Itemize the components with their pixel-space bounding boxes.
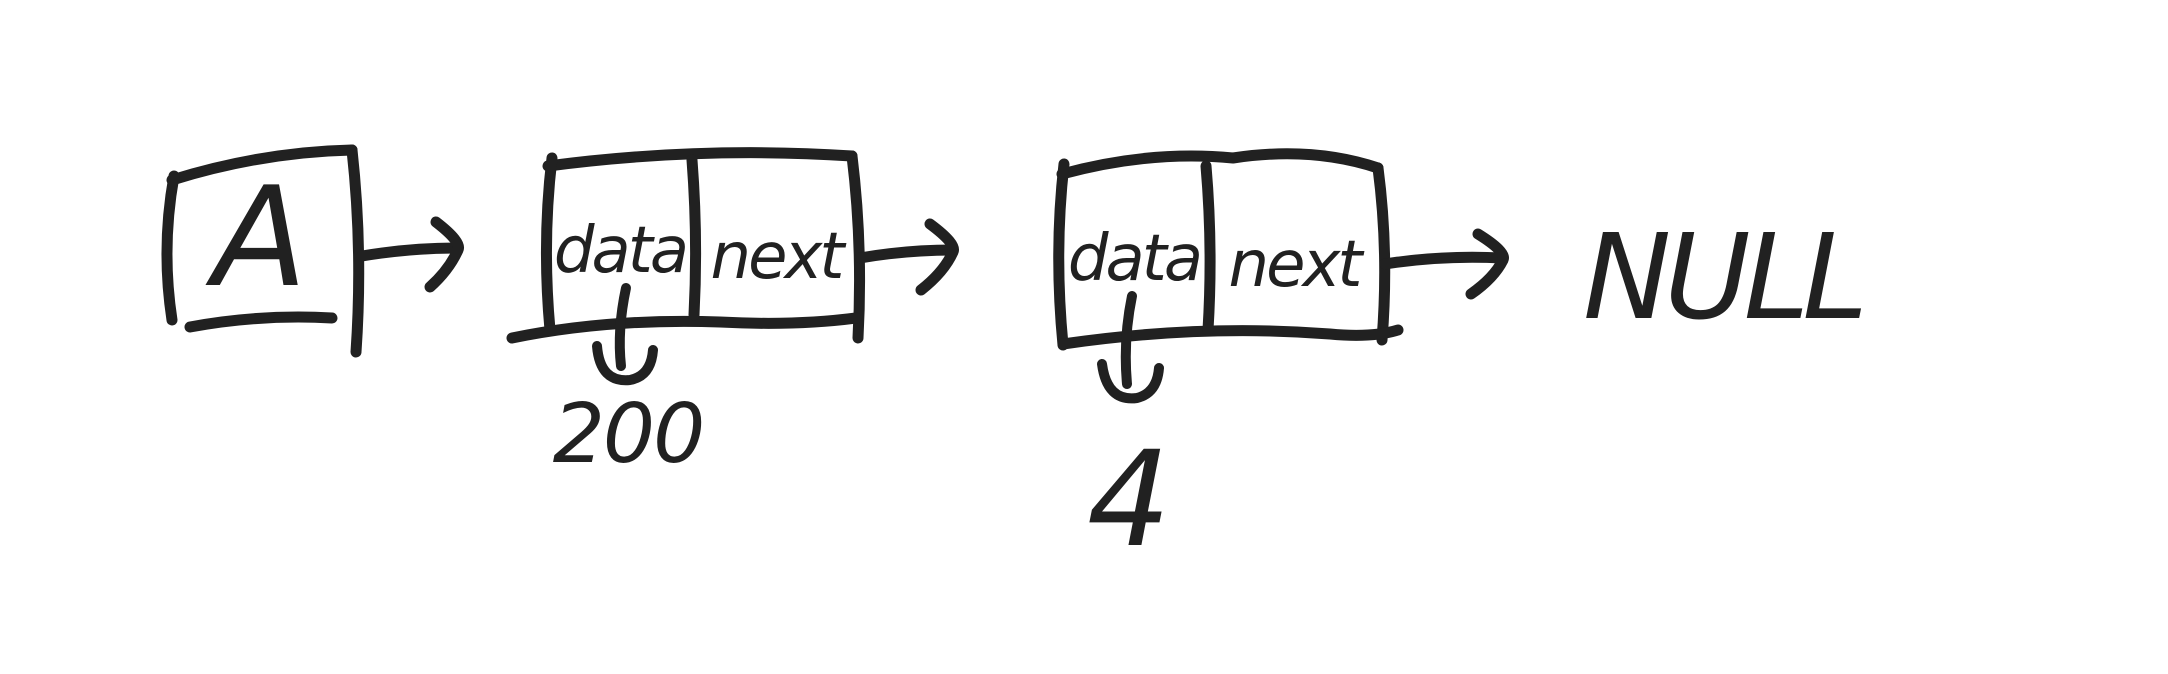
node-1-next-arrow [854,218,959,296]
head-pointer-box: A [161,144,365,358]
arrow-head [1465,228,1509,300]
arrow-shaft [356,242,462,262]
node-data-label: data [1068,222,1200,296]
head-box-bottom-stroke [184,311,338,333]
node-box-left-stroke [540,152,558,336]
node-cell-divider [686,154,702,321]
head-label: A [205,157,303,318]
node-box-top-stroke [1056,148,1384,180]
down-arrow-head [1097,359,1164,404]
arrow-shaft [1379,251,1508,270]
arrow-head [915,218,959,296]
node-1-value-pointer: 200 [553,283,705,482]
arrow-head [424,216,464,293]
node-box-left-stroke [1053,158,1070,351]
node-2-value-pointer: 4 [1087,291,1171,577]
node-cell-divider [1200,160,1216,336]
down-arrow-head [592,341,658,386]
node-value: 200 [553,387,704,482]
head-box-top-stroke [166,144,358,186]
down-arrow-shaft [614,283,631,371]
null-label: NULL [1583,208,1861,346]
node-2-next-arrow [1379,228,1509,300]
head-pointer-arrow [356,216,464,293]
node-value: 4 [1087,423,1169,577]
node-box-bottom-stroke [1057,324,1404,350]
node-box-top-stroke [542,147,858,172]
node-data-label: data [554,214,686,288]
node-box-bottom-stroke [506,312,862,344]
node-box-right-stroke [1372,162,1391,346]
head-box-right-stroke [346,144,365,358]
node-box-right-stroke [846,150,866,344]
down-arrow-shaft [1120,291,1137,389]
node-2-box: data next [1053,148,1404,351]
arrow-shaft [854,244,959,264]
node-next-label: next [711,220,848,294]
node-1-box: data next [506,147,866,344]
head-box-left-stroke [161,170,180,326]
node-next-label: next [1229,228,1366,302]
